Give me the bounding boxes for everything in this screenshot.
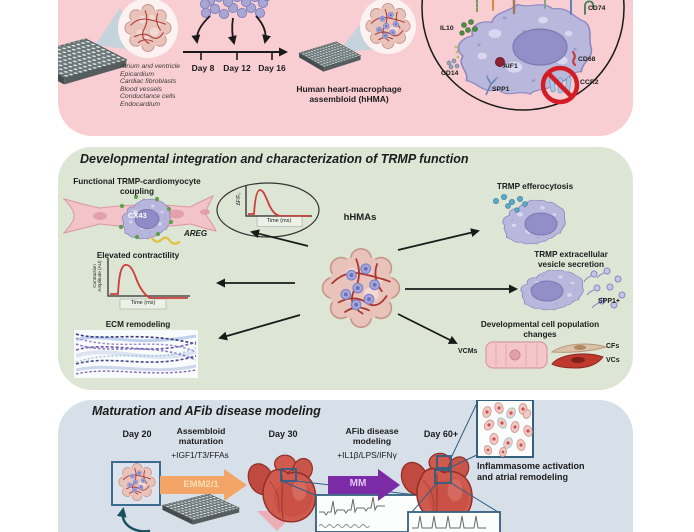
cf-cell-icon	[550, 343, 608, 353]
maturation-graphics	[111, 400, 534, 532]
timeline-day16-label: Day 16	[258, 63, 286, 73]
receptor-stalks	[476, 0, 594, 15]
day60-label: Day 60+	[423, 429, 459, 439]
contractility-label: Elevated contractility	[96, 251, 180, 260]
cell-type-item: Conductance cells	[120, 93, 176, 100]
spp1-receptor-icon	[485, 74, 499, 96]
cd68-label: CD68	[578, 56, 596, 63]
afib-modeling-label: AFib disease modeling	[345, 426, 399, 447]
contractility-xlabel: Time (ms)	[130, 300, 156, 306]
outcome-label: Inflammasome activation and atrial remod…	[477, 461, 585, 483]
cx43-label: CX43	[128, 211, 147, 220]
day60-zoom-box-top	[436, 455, 452, 469]
contractility-plot	[107, 258, 190, 310]
efferocytosis-label: TRMP efferocytosis	[496, 182, 574, 191]
cd74-receptor-icon	[584, 0, 594, 15]
day60-zoom-box-bottom	[434, 469, 452, 484]
maturation-title: Maturation and AFib disease modeling	[92, 404, 321, 418]
cd68-glyph-icon	[571, 50, 577, 67]
mm-arrow	[328, 469, 400, 501]
timeline-arrow	[183, 47, 288, 60]
coupling-label: Functional TRMP-cardiomyocyte coupling	[73, 177, 201, 196]
cx43-connexin-dots	[118, 194, 174, 240]
emm-arrow	[160, 469, 247, 501]
day30-zoom-box	[280, 468, 297, 482]
macrophage-detail-ellipse	[421, 0, 625, 111]
calcium-transient-inset	[216, 182, 320, 238]
cd74-label: CD74	[588, 5, 606, 12]
vcm-cell-icon	[485, 341, 548, 369]
cardiac-organoid-icon	[124, 3, 172, 53]
aif1-label: AIF1	[503, 63, 518, 70]
vesicle-cell-nucleus	[530, 280, 564, 302]
calcium-xlabel: Time (ms)	[266, 218, 292, 224]
maturation-plate-icon	[161, 493, 240, 526]
day60-inset-connectors	[411, 402, 499, 513]
day30-label: Day 30	[268, 429, 298, 439]
mm-arrow-label: MM	[349, 478, 367, 489]
vcms-label: VCMs	[458, 348, 478, 355]
calcium-ylabel: ΔF/F₀	[236, 192, 243, 206]
timeline-day12-label: Day 12	[223, 63, 251, 73]
ccr2-label: CCR2	[580, 79, 599, 86]
cfs-label: CFs	[606, 343, 620, 350]
aif1-dot-icon	[495, 57, 505, 67]
efferocytosis-debris-dots	[492, 193, 528, 213]
day20-organoid-icon	[119, 463, 155, 500]
ecm-label: ECM remodeling	[105, 320, 171, 329]
cluster-drop-arrows	[191, 15, 271, 45]
contractility-ylabel: Contraction Amplitude (AU)	[91, 260, 102, 292]
cell-type-item: Atrium and ventricle	[120, 63, 181, 70]
central-hhma-organoid-icon	[323, 249, 400, 327]
extracellular-vesicles	[583, 267, 626, 309]
cell-type-item: Cardiac fibroblasts	[120, 78, 177, 85]
replate-curved-arrow	[116, 507, 151, 532]
day30-heart-icon	[242, 454, 317, 523]
hhma-organoid-icon	[366, 3, 410, 48]
characterization-graphics	[62, 182, 626, 378]
il10-label: IL10	[440, 25, 454, 32]
generation-graphics	[58, 0, 625, 111]
cd14-glyph-icon	[446, 45, 460, 70]
vcs-label: VCs	[606, 357, 620, 364]
areg-label: AREG	[184, 229, 208, 238]
ecg-box-remodeling	[407, 511, 501, 532]
trmp-nucleus	[134, 209, 160, 229]
hhma-product-label: Human heart-macrophage assembloid (hHMA)	[296, 84, 402, 105]
vesicle-secretion-label: TRMP extracellular vesicle secretion	[534, 250, 608, 269]
spp1-plus-label: SPP1+	[598, 298, 620, 305]
macrophage-cluster-icon	[199, 0, 271, 20]
characterization-title: Developmental integration and characteri…	[80, 152, 469, 166]
timeline-day8-label: Day 8	[191, 63, 215, 73]
cd14-label: CD14	[441, 70, 459, 77]
vc-cell-icon	[551, 353, 604, 369]
spp1-label: SPP1	[492, 86, 510, 93]
il10-dots-icon	[459, 19, 478, 36]
efferocytosis-nucleus	[524, 212, 558, 236]
macrophage-nucleus	[512, 28, 568, 66]
day20-label: Day 20	[122, 429, 152, 439]
histology-inset	[476, 400, 534, 458]
disease-treatment-label: +IL1β/LPS/IFNγ	[337, 450, 397, 460]
cell-type-item: Endocardium	[120, 100, 161, 108]
cell-type-item: Blood vessels	[120, 85, 162, 93]
hhmas-center-label: hHMAs	[343, 212, 377, 223]
assembloid-maturation-label: Assembloid maturation	[176, 426, 226, 447]
radiating-arrows	[216, 228, 518, 344]
input-cell-types-list: Atrium and ventricle Epicardium Cardiac …	[120, 63, 180, 108]
emm-arrow-label: EMM2/1	[183, 479, 219, 490]
cell-type-item: Epicardium	[120, 70, 154, 78]
areg-squiggle-icon	[150, 236, 181, 245]
maturation-treatment-label: +IGF1/T3/FFAs	[171, 450, 229, 460]
cardiomyocyte-nuclei	[93, 209, 210, 220]
ecm-texture-icon	[74, 330, 198, 378]
population-label: Developmental cell population changes	[480, 320, 600, 339]
ccr2-prohibition-icon	[540, 65, 580, 105]
